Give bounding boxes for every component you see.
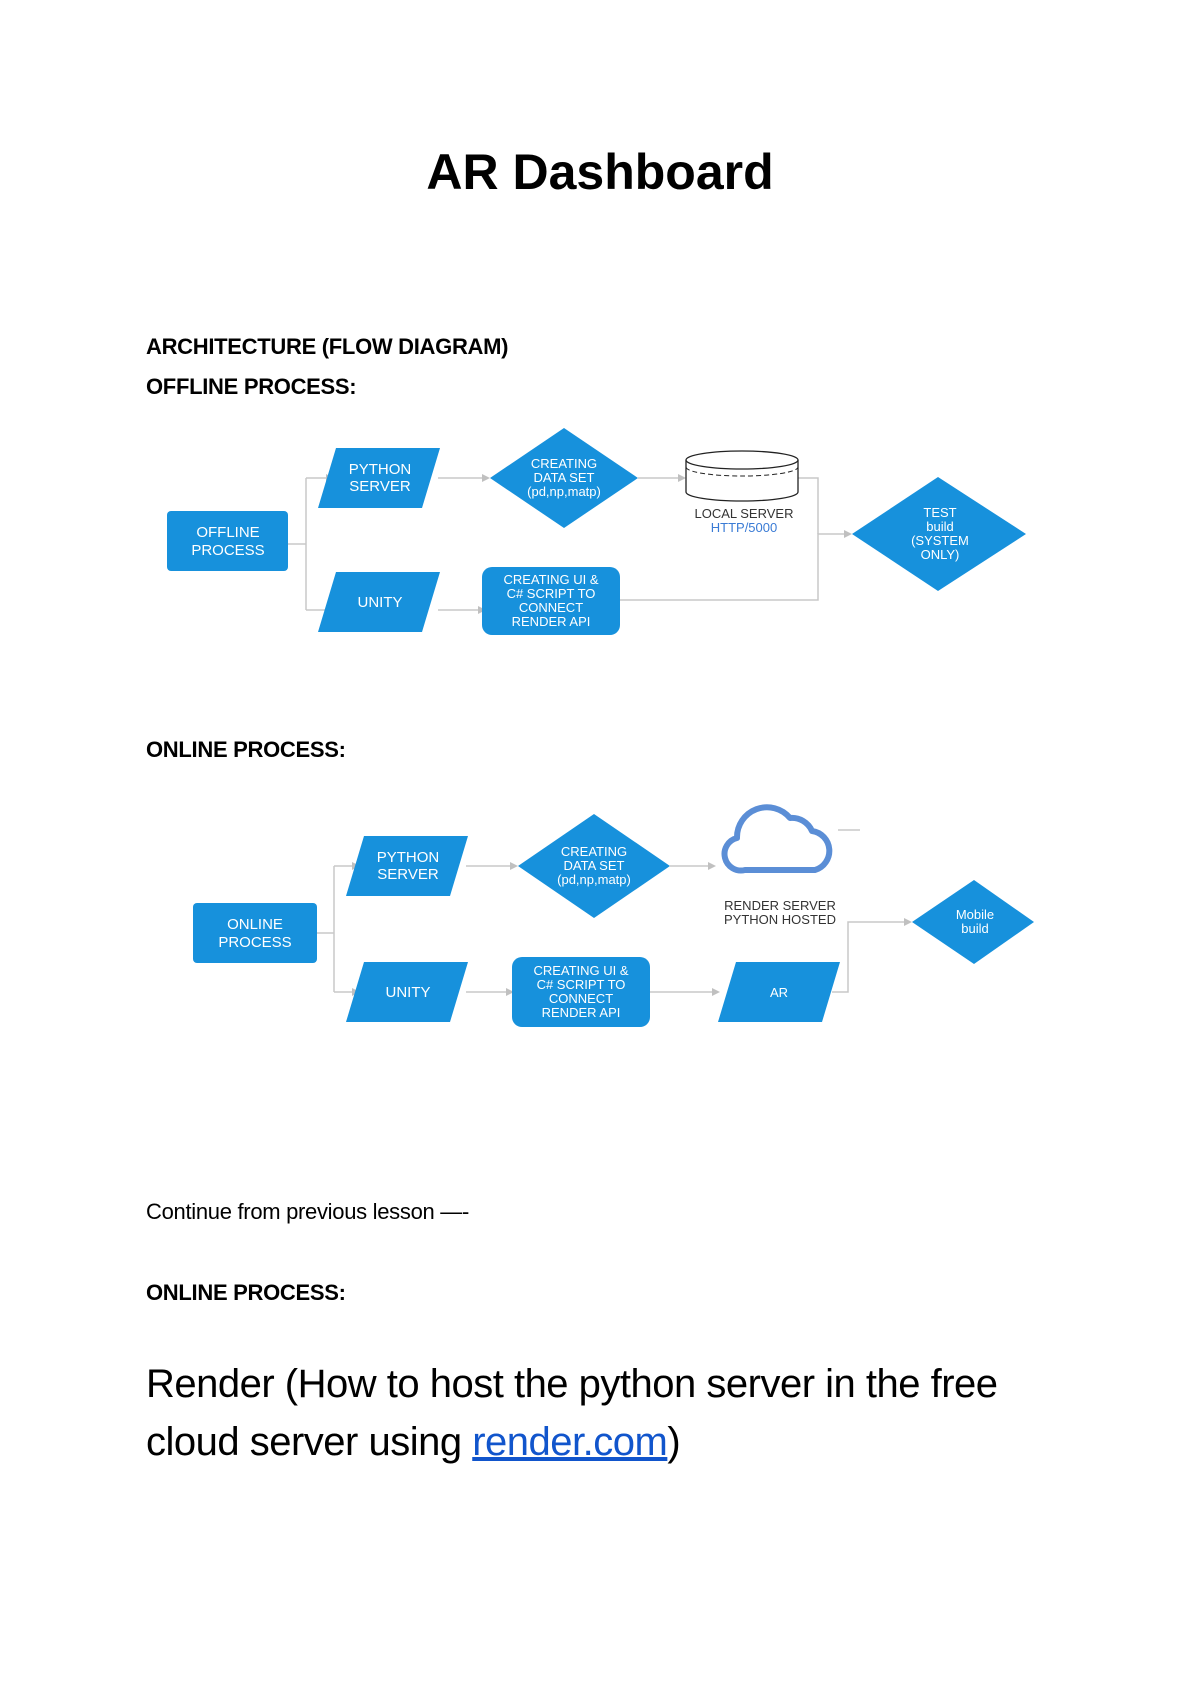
creating-ui-node: CREATING UI & C# SCRIPT TO CONNECT RENDE… — [482, 567, 620, 635]
render-server-caption: PYTHON HOSTED — [724, 912, 836, 927]
mobile-build-node: Mobile build — [912, 880, 1034, 964]
render-text: Render (How to host the python server in… — [146, 1362, 998, 1464]
section-heading: ARCHITECTURE (FLOW DIAGRAM) — [146, 334, 509, 359]
node-label: build — [961, 921, 988, 936]
node-label: CREATING UI & — [503, 572, 598, 587]
cloud-icon — [721, 804, 833, 874]
python-server-node: PYTHON SERVER — [318, 448, 440, 508]
node-label: PYTHON — [377, 849, 440, 866]
test-build-node: TEST build (SYSTEM ONLY) — [852, 477, 1026, 591]
page-title: AR Dashboard — [426, 144, 774, 200]
creating-dataset-node: CREATING DATA SET (pd,np,matp) — [490, 428, 638, 528]
render-text-end: ) — [667, 1420, 681, 1464]
node-label: DATA SET — [534, 470, 595, 485]
unity-node: UNITY — [318, 572, 440, 632]
online-connectors — [317, 829, 912, 996]
online-heading-2: ONLINE PROCESS: — [146, 1280, 346, 1305]
node-label: RENDER API — [542, 1005, 621, 1020]
node-label: ONLINE — [227, 916, 283, 933]
offline-process-node: OFFLINE PROCESS — [167, 511, 288, 571]
creating-dataset-node: CREATING DATA SET (pd,np,matp) — [518, 814, 670, 918]
node-label: (pd,np,matp) — [557, 872, 631, 887]
node-label: CONNECT — [549, 991, 613, 1006]
node-label: PROCESS — [218, 934, 291, 951]
node-label: Mobile — [956, 907, 994, 922]
creating-ui-node: CREATING UI & C# SCRIPT TO CONNECT RENDE… — [512, 957, 650, 1027]
node-label: ONLY) — [921, 547, 960, 562]
node-label: RENDER API — [512, 614, 591, 629]
node-label: OFFLINE — [196, 524, 259, 541]
continue-text: Continue from previous lesson —- — [146, 1199, 469, 1224]
node-label: UNITY — [386, 984, 431, 1001]
online-process-node: ONLINE PROCESS — [193, 903, 317, 963]
render-server-caption: RENDER SERVER — [724, 898, 836, 913]
local-server-caption: HTTP/5000 — [711, 520, 777, 535]
node-label: CONNECT — [519, 600, 583, 615]
node-label: TEST — [923, 505, 956, 520]
python-server-node: PYTHON SERVER — [346, 836, 468, 896]
node-label: AR — [770, 985, 788, 1000]
node-label: DATA SET — [564, 858, 625, 873]
node-label: C# SCRIPT TO — [537, 977, 626, 992]
node-label: CREATING UI & — [533, 963, 628, 978]
node-label: (SYSTEM — [911, 533, 969, 548]
node-label: SERVER — [377, 866, 439, 883]
offline-heading: OFFLINE PROCESS: — [146, 374, 357, 399]
local-server-caption: LOCAL SERVER — [695, 506, 794, 521]
node-label: PROCESS — [191, 542, 264, 559]
unity-node: UNITY — [346, 962, 468, 1022]
node-label: CREATING — [561, 844, 627, 859]
node-label: C# SCRIPT TO — [507, 586, 596, 601]
node-label: (pd,np,matp) — [527, 484, 601, 499]
online-flow-diagram: ONLINE PROCESS PYTHON SERVER CREATING DA… — [193, 804, 1034, 1027]
ar-node: AR — [718, 962, 840, 1022]
node-label: SERVER — [349, 478, 411, 495]
node-label: CREATING — [531, 456, 597, 471]
render-paragraph: Render (How to host the python server in… — [146, 1355, 1096, 1471]
node-label: UNITY — [358, 594, 403, 611]
database-icon — [685, 450, 799, 502]
online-heading: ONLINE PROCESS: — [146, 737, 346, 762]
node-label: build — [926, 519, 953, 534]
render-link[interactable]: render.com — [472, 1420, 668, 1464]
offline-flow-diagram: OFFLINE PROCESS PYTHON SERVER CREATING D… — [167, 428, 1026, 635]
node-label: PYTHON — [349, 461, 412, 478]
